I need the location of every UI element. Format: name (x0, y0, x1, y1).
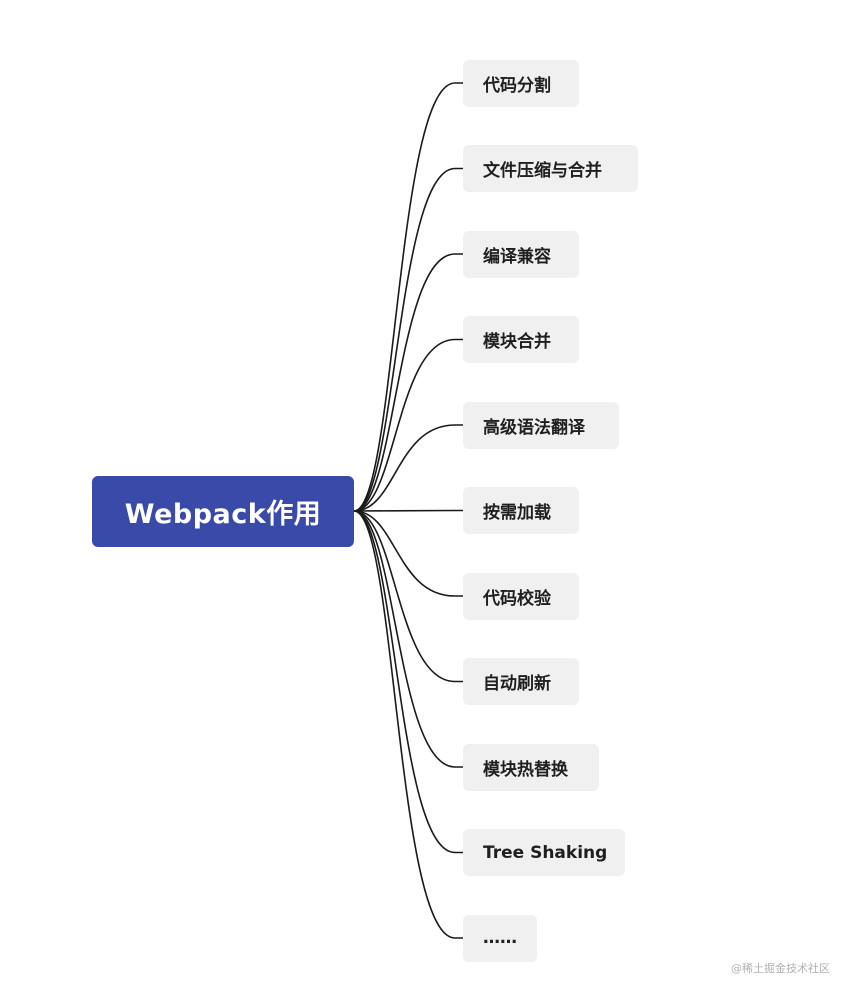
connector-line (353, 510, 463, 768)
branch-node[interactable]: 模块合并 (463, 316, 579, 363)
watermark: @稀土掘金技术社区 (731, 962, 830, 975)
connector-line (353, 82, 463, 512)
connector-line (353, 510, 463, 854)
branch-node[interactable]: 按需加载 (463, 487, 579, 534)
connector-line (353, 253, 463, 512)
branch-node[interactable]: 代码分割 (463, 59, 579, 107)
connector-line (353, 509, 463, 512)
branch-node[interactable]: Tree Shaking (463, 829, 625, 876)
branch-node[interactable]: 代码校验 (463, 572, 579, 620)
connector-line (353, 510, 463, 597)
branch-node[interactable]: 文件压缩与合并 (463, 145, 638, 192)
branch-node[interactable]: 编译兼容 (463, 230, 579, 278)
branch-node[interactable]: …… (463, 914, 537, 962)
connector-line (353, 510, 463, 939)
connector-line (353, 167, 463, 512)
branch-node[interactable]: 自动刷新 (463, 658, 579, 705)
connector-line (353, 338, 463, 512)
connector-line (353, 424, 463, 512)
root-node-webpack[interactable]: Webpack作用 (92, 476, 354, 547)
connector-line (353, 510, 463, 683)
branch-node[interactable]: 模块热替换 (463, 743, 599, 791)
branch-node[interactable]: 高级语法翻译 (463, 401, 619, 449)
